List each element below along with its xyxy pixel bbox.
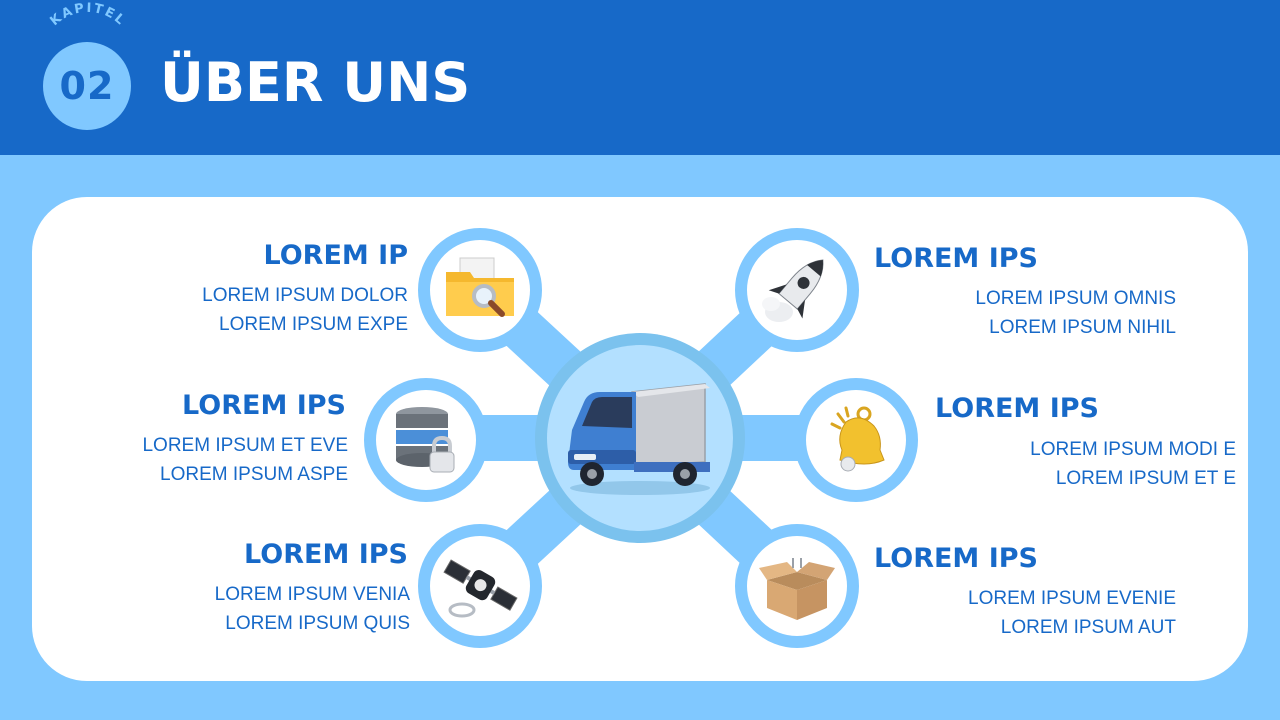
item-line-4a: LOREM IPSUM OMNIS xyxy=(975,288,1176,309)
item-line-1a: LOREM IPSUM DOLOR xyxy=(202,285,408,306)
item-title-6: LOREM IPS xyxy=(874,543,1038,574)
item-line-4b: LOREM IPSUM NIHIL xyxy=(989,317,1176,338)
item-title-2: LOREM IPS xyxy=(182,390,346,421)
node-bell xyxy=(794,378,918,502)
item-line-1b: LOREM IPSUM EXPE xyxy=(219,314,408,335)
item-title-5: LOREM IPS xyxy=(935,393,1099,424)
item-line-6a: LOREM IPSUM EVENIE xyxy=(968,588,1176,609)
item-line-2b: LOREM IPSUM ASPE xyxy=(160,464,348,485)
node-rocket xyxy=(735,228,859,352)
item-line-5a: LOREM IPSUM MODI E xyxy=(1030,439,1236,460)
item-line-6b: LOREM IPSUM AUT xyxy=(1000,617,1176,638)
satellite-icon xyxy=(443,559,518,618)
bell-icon xyxy=(830,406,885,472)
database-lock-icon xyxy=(396,407,455,473)
page-title: ÜBER UNS xyxy=(160,51,471,114)
item-title-4: LOREM IPS xyxy=(874,243,1038,274)
item-title-3: LOREM IPS xyxy=(244,539,408,570)
header-bar: KAPITEL 02 ÜBER UNS xyxy=(0,0,1280,155)
chapter-badge: 02 xyxy=(43,42,131,130)
delivery-truck-icon xyxy=(568,383,710,495)
open-box-icon xyxy=(759,558,835,620)
item-line-2a: LOREM IPSUM ET EVE xyxy=(142,435,348,456)
item-line-5b: LOREM IPSUM ET E xyxy=(1055,468,1236,489)
item-title-1: LOREM IP xyxy=(263,240,408,271)
rocket-icon xyxy=(762,259,824,322)
node-folder xyxy=(418,228,542,352)
item-line-3b: LOREM IPSUM QUIS xyxy=(225,613,410,634)
node-database xyxy=(364,378,488,502)
item-line-3a: LOREM IPSUM VENIA xyxy=(214,584,410,605)
folder-search-icon xyxy=(446,257,514,317)
node-satellite xyxy=(418,524,542,648)
chapter-number: 02 xyxy=(59,64,115,108)
node-box xyxy=(735,524,859,648)
